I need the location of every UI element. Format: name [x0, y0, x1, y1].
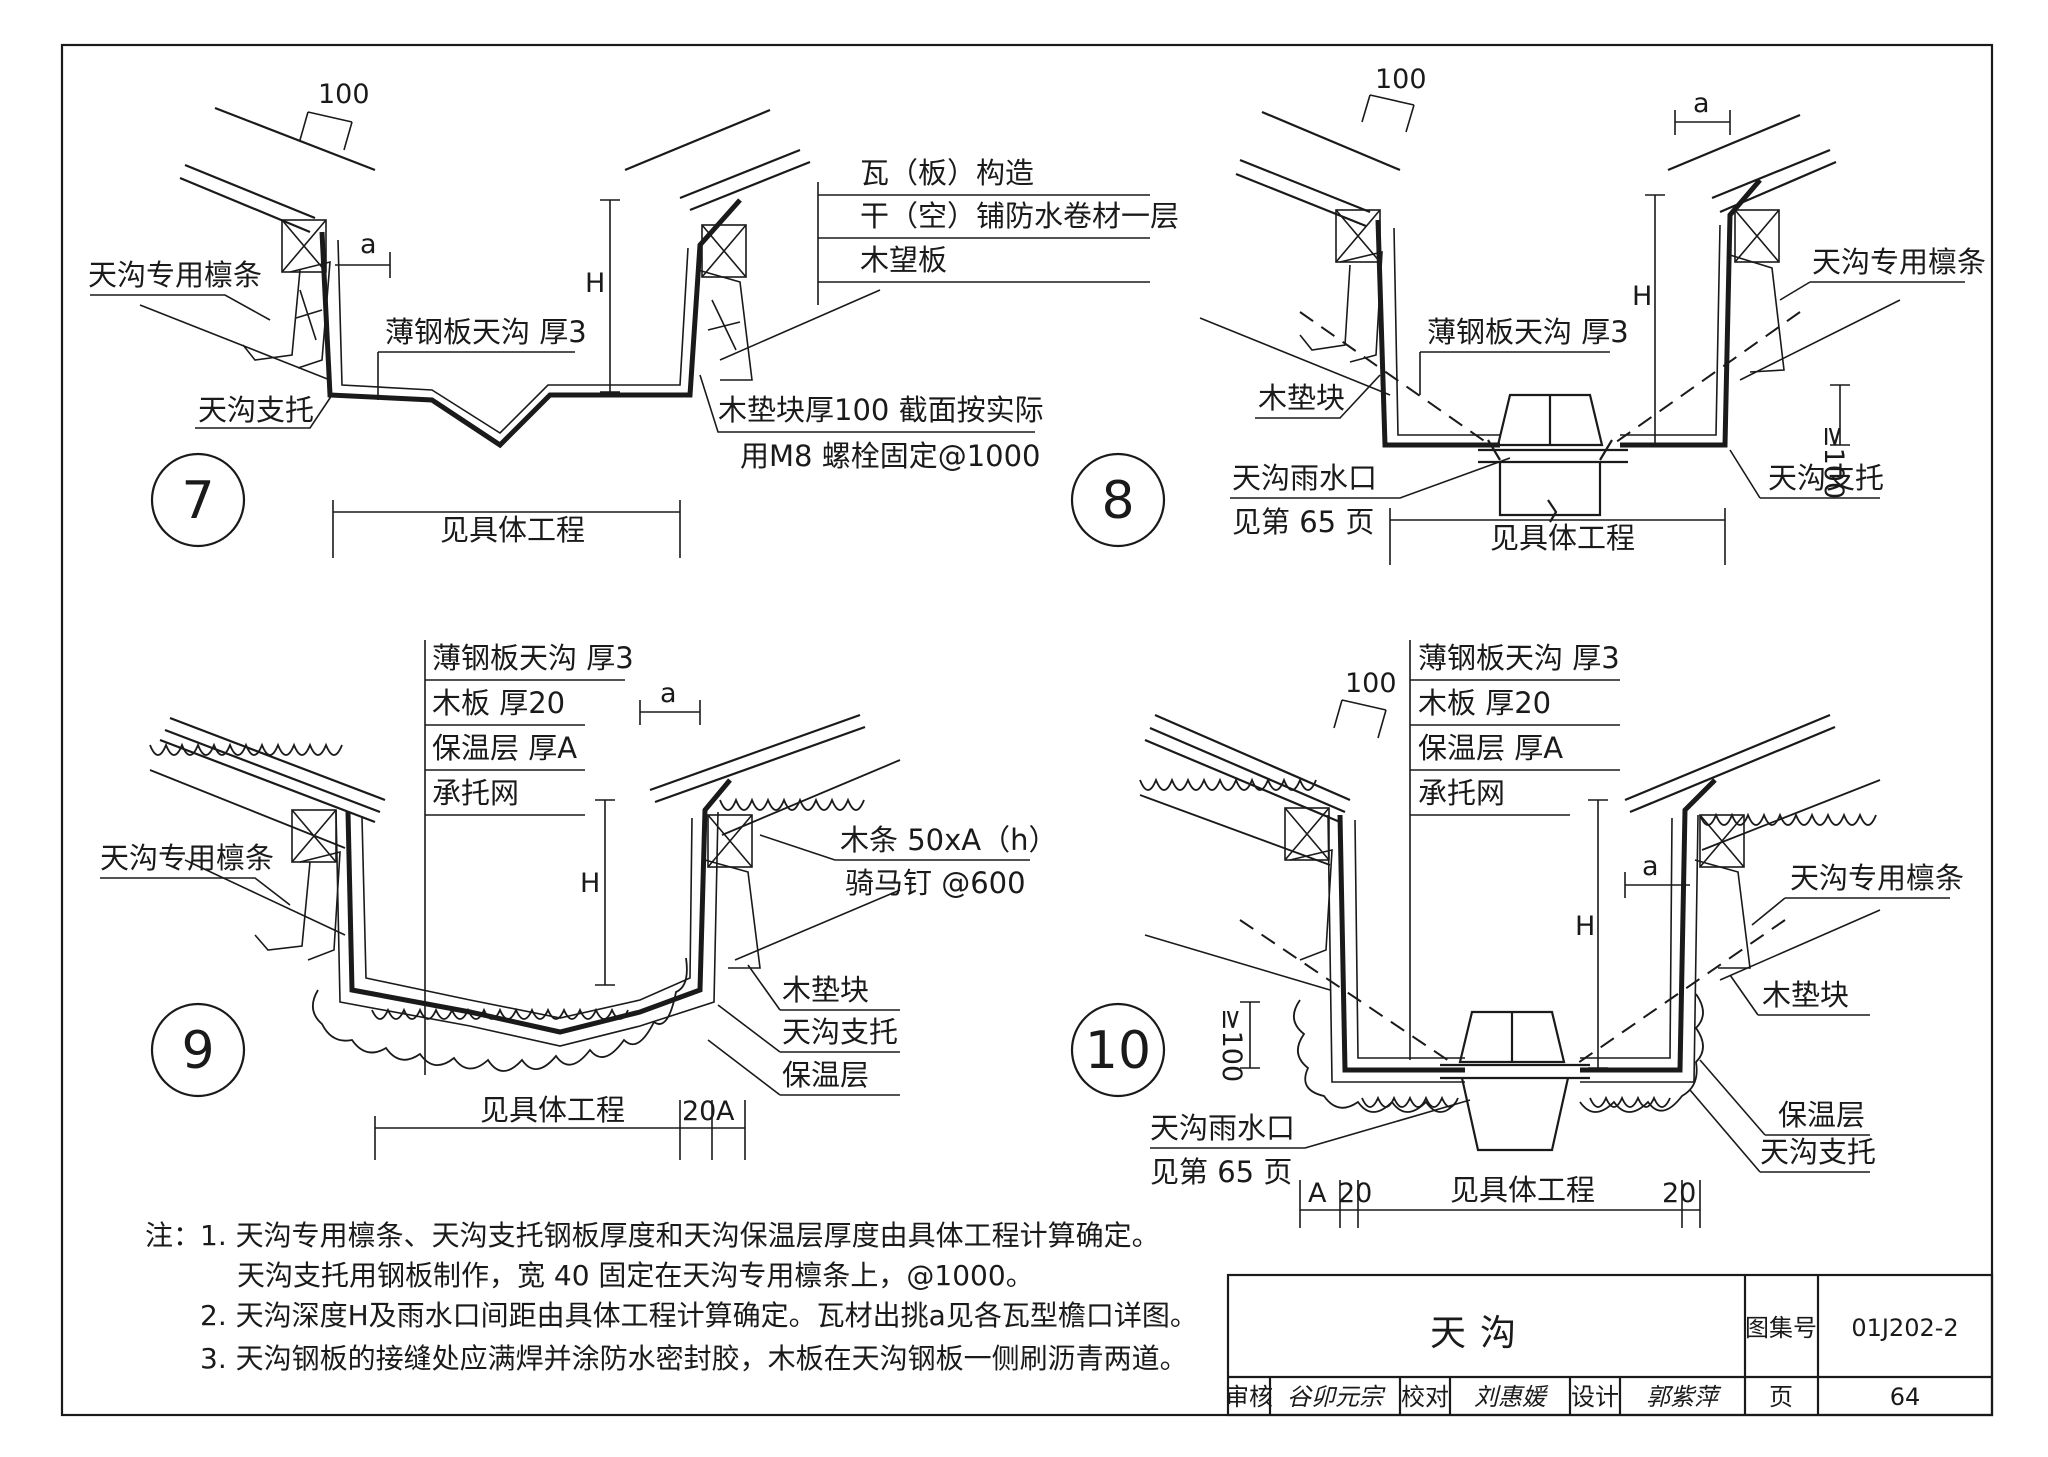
detail-8: 100 a H ≥100 见具体工程 薄钢板天沟 厚3 天沟专用檩条 木垫块 天… [1070, 64, 1986, 565]
d9-strip-1: 木条 50xA（h） [840, 823, 1058, 857]
detail-10: 100 a H ≥100 A 20 见具体工程 20 薄钢板天沟 厚3 木板 厚… [1070, 640, 1964, 1228]
note-line-1b: 天沟支托用钢板制作，宽 40 固定在天沟专用檩条上，@1000。 [237, 1259, 1034, 1292]
d10-dim-h: H [1575, 911, 1595, 942]
d10-number: 10 [1085, 1021, 1151, 1081]
d10-layer-3: 保温层 厚A [1418, 731, 1563, 765]
d8-dim-h: H [1632, 281, 1652, 312]
d10-dim-min: ≥100 [1216, 1008, 1247, 1082]
d8-span: 见具体工程 [1490, 521, 1635, 555]
d7-dim-h: H [585, 268, 605, 299]
d10-dim-20a: 20 [1338, 1178, 1372, 1209]
d8-purlin: 天沟专用檩条 [1812, 245, 1986, 279]
d10-dim-A: A [1308, 1178, 1327, 1209]
d9-strip-2: 骑马钉 @600 [845, 866, 1026, 900]
design-signature: 郭紫萍 [1646, 1383, 1722, 1411]
d9-insulation: 保温层 [782, 1058, 869, 1092]
d9-support: 天沟支托 [782, 1015, 898, 1049]
d9-span: 见具体工程 [480, 1093, 625, 1127]
d8-block: 木垫块 [1258, 381, 1345, 415]
d7-gutter: 薄钢板天沟 厚3 [385, 315, 587, 349]
d9-purlin: 天沟专用檩条 [100, 841, 274, 875]
review-signature: 谷卯元宗 [1287, 1383, 1386, 1411]
d10-dim-top: 100 [1345, 668, 1397, 699]
d10-span: 见具体工程 [1450, 1173, 1595, 1207]
d9-dim-20: 20 [682, 1096, 716, 1127]
detail-7: 100 a H 见具体工程 天沟专用檩条 天沟支托 薄钢板天沟 厚3 瓦（板）构… [88, 79, 1179, 558]
d9-dim-h: H [580, 868, 600, 899]
check-signature: 刘惠媛 [1474, 1383, 1549, 1411]
design-label: 设计 [1571, 1383, 1619, 1411]
detail-9: a H 见具体工程 20 A 薄钢板天沟 厚3 木板 厚20 保温层 厚A 承托… [100, 640, 1058, 1160]
d10-outlet-1: 天沟雨水口 [1150, 1111, 1295, 1145]
d10-purlin: 天沟专用檩条 [1790, 861, 1964, 895]
notes: 注： 1. 天沟专用檩条、天沟支托钢板厚度和天沟保温层厚度由具体工程计算确定。 … [145, 1219, 1198, 1375]
d7-dim-a: a [360, 229, 377, 260]
note-line-3: 3. 天沟钢板的接缝处应满焊并涂防水密封胶，木板在天沟钢板一侧刷沥青两道。 [200, 1342, 1188, 1375]
d10-insulation: 保温层 [1778, 1098, 1865, 1132]
d10-dim-20b: 20 [1662, 1178, 1696, 1209]
d8-outlet-1: 天沟雨水口 [1232, 461, 1377, 495]
d10-layer-1: 薄钢板天沟 厚3 [1418, 641, 1620, 675]
note-line-2: 2. 天沟深度H及雨水口间距由具体工程计算确定。瓦材出挑a见各瓦型檐口详图。 [200, 1299, 1198, 1332]
d8-support: 天沟支托 [1768, 461, 1884, 495]
d10-support: 天沟支托 [1760, 1135, 1876, 1169]
d9-layer-4: 承托网 [432, 776, 519, 810]
d10-outlet-2: 见第 65 页 [1150, 1155, 1292, 1189]
d10-layer-2: 木板 厚20 [1418, 686, 1551, 720]
d8-outlet-2: 见第 65 页 [1232, 505, 1374, 539]
atlas-number: 01J202-2 [1851, 1314, 1958, 1342]
d9-layer-1: 薄钢板天沟 厚3 [432, 641, 634, 675]
d7-layer-3: 木望板 [860, 243, 947, 277]
d7-dim-top: 100 [318, 79, 370, 110]
d7-block-2: 用M8 螺栓固定@1000 [740, 439, 1041, 473]
d8-dim-top: 100 [1375, 64, 1427, 95]
check-label: 校对 [1401, 1383, 1449, 1411]
d8-gutter: 薄钢板天沟 厚3 [1427, 315, 1629, 349]
d7-block-1: 木垫块厚100 截面按实际 [718, 393, 1044, 427]
d9-number: 9 [181, 1021, 214, 1081]
d10-block: 木垫块 [1762, 978, 1849, 1012]
page-label: 页 [1769, 1383, 1793, 1411]
d7-span: 见具体工程 [440, 513, 585, 547]
d10-dim-a: a [1642, 851, 1659, 882]
d10-layer-4: 承托网 [1418, 776, 1505, 810]
d7-purlin: 天沟专用檩条 [88, 258, 262, 292]
d7-number: 7 [181, 471, 214, 531]
note-line-1: 1. 天沟专用檩条、天沟支托钢板厚度和天沟保温层厚度由具体工程计算确定。 [200, 1219, 1160, 1252]
d9-layer-3: 保温层 厚A [432, 731, 577, 765]
d9-dim-a: a [660, 678, 677, 709]
notes-prefix: 注： [145, 1219, 201, 1252]
title-block: 天沟 图集号 01J202-2 审核 谷卯元宗 校对 刘惠媛 设计 郭紫萍 页 … [1225, 1273, 1994, 1417]
atlas-label: 图集号 [1745, 1314, 1817, 1342]
d8-dim-min: ≥100 [1818, 425, 1849, 499]
d8-dim-a: a [1693, 88, 1710, 119]
sheet-border [60, 43, 1994, 1417]
d7-support: 天沟支托 [198, 393, 314, 427]
d7-layer-1: 瓦（板）构造 [860, 156, 1034, 190]
d9-layer-2: 木板 厚20 [432, 686, 565, 720]
drawing-title: 天沟 [1430, 1313, 1530, 1354]
d7-layer-2: 干（空）铺防水卷材一层 [860, 199, 1179, 233]
d9-dim-A: A [716, 1096, 735, 1127]
d8-number: 8 [1101, 471, 1134, 531]
page-number: 64 [1890, 1383, 1921, 1411]
d9-block: 木垫块 [782, 973, 869, 1007]
review-label: 审核 [1225, 1383, 1273, 1411]
